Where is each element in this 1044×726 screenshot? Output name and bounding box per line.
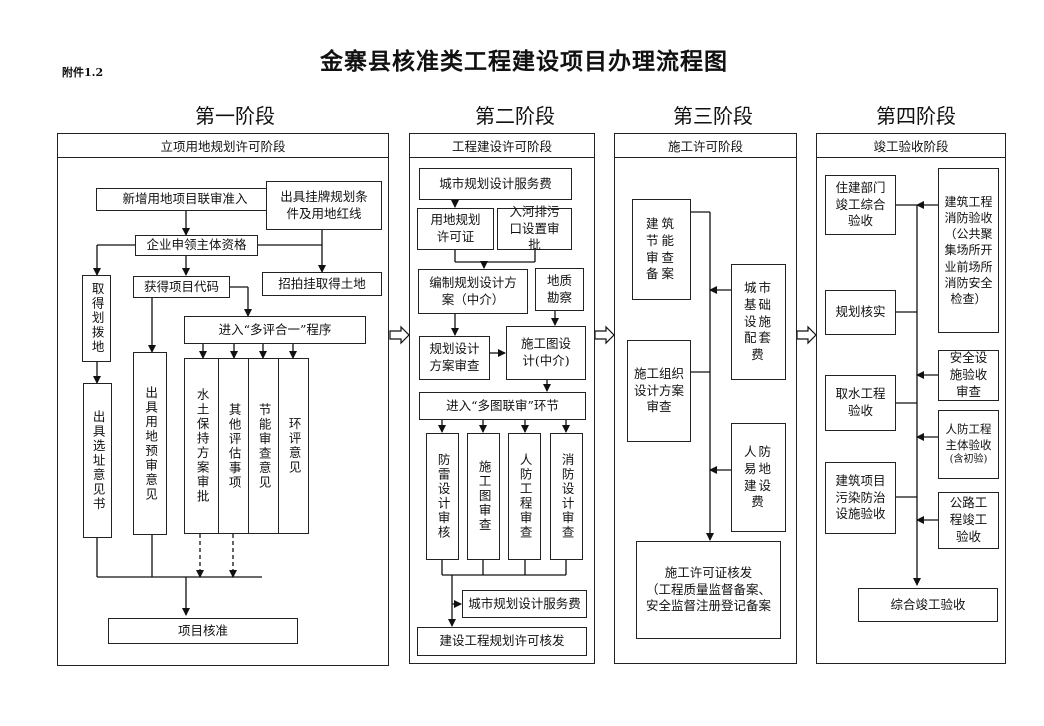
stage-3-panel: 施工许可阶段: [614, 133, 797, 664]
stage-2-label: 第二阶段: [475, 104, 555, 128]
planning-fee-top-box: 城市规划设计服务费: [419, 168, 572, 200]
final-acceptance-box: 综合竣工验收: [858, 588, 998, 622]
civil-defense-box: 人防工程审查: [508, 433, 541, 560]
planning-fee-bottom-box: 城市规划设计服务费: [462, 590, 587, 618]
project-approval-box: 项目核准: [108, 618, 298, 644]
land-permit-box: 用地规划许可证: [417, 208, 494, 250]
civil-acceptance-box: 人防工程主体验收 (含初验): [938, 410, 999, 479]
stage-1-panel: 立项用地规划许可阶段: [57, 133, 389, 666]
page-title: 金寨县核准类工程建设项目办理流程图: [320, 48, 728, 75]
energy-review-box: 节能审查意见: [248, 358, 279, 534]
stage-3-label: 第三阶段: [673, 104, 753, 128]
construction-drawing-box: 施工图设计(中介): [506, 326, 586, 380]
sewage-outlet-box: 入河排污口设置审批: [497, 204, 572, 252]
energy-filing-box: 建筑节能审查备案: [632, 199, 691, 300]
land-pre-review-box: 出具用地预审意见: [133, 352, 167, 535]
stage-4-label: 第四阶段: [876, 104, 956, 128]
soil-water-box: 水土保持方案审批: [184, 358, 219, 534]
civil-fee-box: 人防易地建设费: [731, 423, 786, 532]
road-acceptance-box: 公路工程竣工验收: [938, 492, 999, 549]
infra-fee-box: 城市基础设施配套费: [731, 264, 786, 380]
planning-scheme-box: 编制规划设计方案（中介）: [418, 269, 528, 314]
env-review-box: 环评意见: [278, 358, 309, 534]
stage-2-header: 工程建设许可阶段: [410, 134, 594, 158]
water-acceptance-box: 取水工程验收: [825, 375, 896, 431]
permit-issue-box: 施工许可证核发 （工程质量监督备案、安全监督注册登记备案: [636, 541, 781, 639]
stage-1-label: 第一阶段: [195, 104, 275, 128]
subject-qualification-box: 企业申领主体资格: [135, 235, 258, 256]
stage-3-header: 施工许可阶段: [615, 134, 796, 158]
stage-4-header: 竣工验收阶段: [817, 134, 1005, 158]
fire-acceptance-box: 建筑工程消防验收（公共聚集场所开业前场所消防安全检查）: [938, 168, 999, 333]
planning-check-box: 规划核实: [825, 290, 896, 335]
stage-2-panel: 工程建设许可阶段: [409, 133, 595, 664]
permit-issue-title: 施工许可证核发: [664, 564, 753, 580]
multi-review-box: 进入“多评合一”程序: [184, 316, 366, 344]
annex-label: 附件1.2: [62, 66, 104, 79]
multi-drawing-box: 进入“多图联审”环节: [419, 392, 586, 420]
fire-design-box: 消防设计审查: [550, 433, 583, 560]
stage-1-header: 立项用地规划许可阶段: [58, 134, 388, 158]
allocated-land-box: 取得划拨地: [82, 275, 111, 362]
stage-4-panel: 竣工验收阶段: [816, 133, 1006, 664]
project-code-box: 获得项目代码: [133, 276, 230, 298]
civil-acceptance-note: (含初验): [949, 454, 988, 466]
safety-acceptance-box: 安全设施验收审查: [938, 350, 999, 401]
geo-survey-box: 地质勘察: [535, 268, 584, 311]
lightning-box: 防雷设计审核: [426, 433, 459, 560]
civil-acceptance-title: 人防工程主体验收: [945, 422, 992, 452]
org-design-box: 施工组织设计方案审查: [627, 340, 691, 442]
site-opinion-box: 出具选址意见书: [83, 383, 112, 538]
listing-conditions-box: 出具挂牌规划条件及用地红线: [266, 181, 382, 230]
housing-acceptance-box: 住建部门竣工综合验收: [825, 175, 896, 235]
scheme-review-box: 规划设计方案审查: [419, 336, 490, 380]
pollution-acceptance-box: 建筑项目污染防治设施验收: [825, 462, 896, 534]
new-land-box: 新增用地项目联审准入: [96, 188, 274, 211]
permit-issue-note: （工程质量监督备案、安全监督注册登记备案: [645, 581, 771, 614]
planning-permit-box: 建设工程规划许可核发: [417, 627, 587, 656]
other-eval-box: 其他评估事项: [218, 358, 249, 534]
drawing-review-box: 施工图审查: [467, 433, 500, 560]
auction-land-box: 招拍挂取得土地: [262, 272, 382, 296]
